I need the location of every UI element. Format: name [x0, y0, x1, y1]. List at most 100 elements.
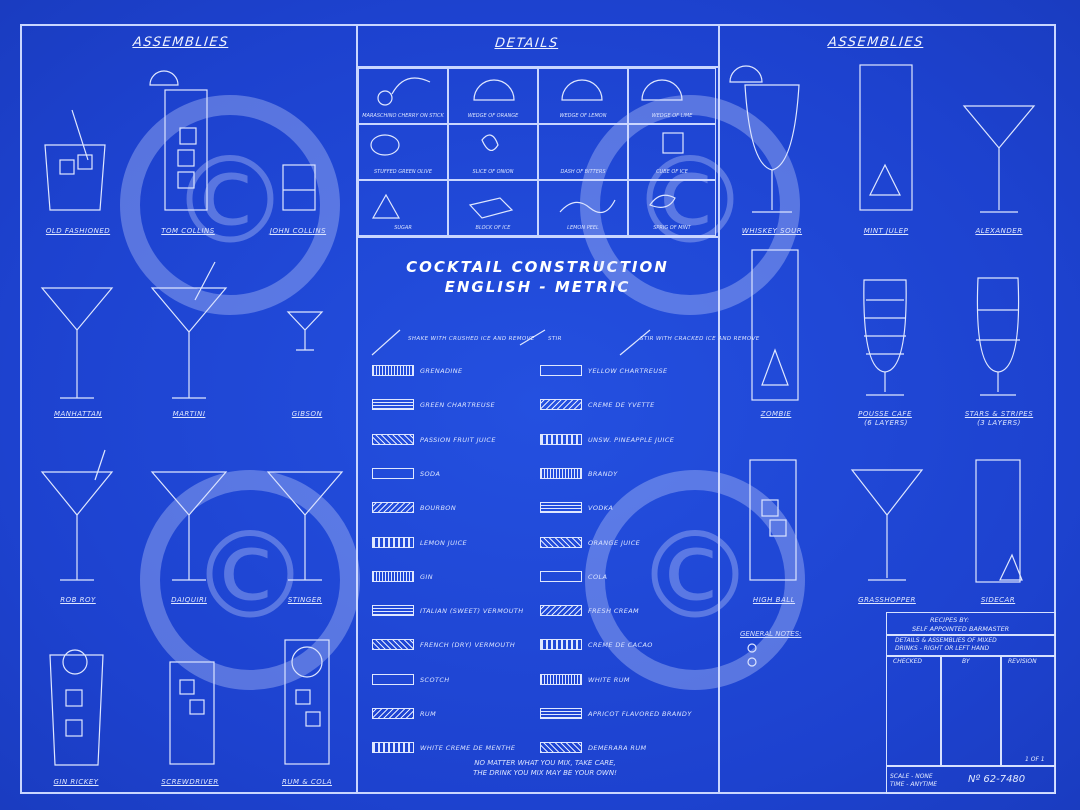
old-fashioned-glass: [44, 109, 106, 211]
title-block-author: SELF APPOINTED BARMASTER: [912, 625, 1010, 633]
ingredient-swatch: [540, 708, 582, 719]
title-block-by: BY: [962, 658, 970, 665]
drink-label: MANHATTAN: [53, 410, 103, 418]
sheet-border: [20, 24, 1056, 794]
ingredient-label: CREME DE CACAO: [588, 641, 653, 650]
title-block-revision: REVISION: [1008, 658, 1037, 665]
detail-cell: WEDGE OF LEMON: [538, 68, 628, 124]
detail-caption: CUBE OF ICE: [656, 169, 688, 175]
sidecar-glass: [975, 459, 1023, 583]
manhattan-glass: [40, 287, 114, 399]
ingredient-label: APRICOT FLAVORED BRANDY: [588, 710, 692, 718]
drink-label: GIBSON: [291, 410, 323, 418]
title-block-rule: [886, 765, 1056, 767]
ingredient-label: YELLOW CHARTREUSE: [588, 367, 668, 375]
drink-label: RUM & COLA: [281, 778, 333, 786]
drink-label: ROB ROY: [60, 596, 96, 604]
stars-stripes-glass: [976, 277, 1020, 396]
drink-label: GRASSHOPPER: [858, 596, 916, 604]
ingredient-label: ORANGE JUICE: [588, 538, 641, 547]
ingredient-swatch: [540, 605, 582, 617]
divider-right: [718, 24, 720, 794]
rum-cola-glass: [284, 639, 330, 765]
detail-caption: SUGAR: [394, 225, 412, 231]
legend-note: STIR: [548, 336, 562, 342]
ingredient-label: LEMON JUICE: [420, 538, 468, 547]
grasshopper-glass: [850, 469, 924, 581]
ingredient-label: ITALIAN (SWEET) VERMOUTH: [420, 607, 524, 616]
ingredient-label: WHITE RUM: [588, 675, 630, 684]
detail-cell: LEMON PEEL: [538, 180, 628, 236]
ingredient-label: GREEN CHARTREUSE: [420, 401, 496, 410]
title-block-rule: [886, 655, 1056, 657]
details-grid: MARASCHINO CHERRY ON STICK WEDGE OF ORAN…: [358, 68, 716, 236]
details-header-line: [358, 66, 718, 68]
ingredient-swatch: [372, 433, 414, 445]
ingredient-swatch: [540, 399, 582, 411]
divider-left: [356, 24, 358, 794]
ingredient-label: UNSW. PINEAPPLE JUICE: [588, 435, 675, 444]
drink-label: HIGH BALL: [752, 596, 796, 604]
title-block-page: 1 OF 1: [1025, 756, 1045, 763]
drink-sublabel: (3 LAYERS): [977, 419, 1021, 427]
drink-label: ALEXANDER: [975, 227, 1023, 235]
detail-cell: SLICE OF ONION: [448, 124, 538, 180]
drink-label: POUSSE CAFE: [858, 410, 912, 418]
ingredient-label: FRENCH (DRY) VERMOUTH: [420, 641, 516, 650]
title-block-desc1: DETAILS & ASSEMBLIES OF MIXED: [895, 637, 997, 644]
title-block-scale: SCALE - NONE: [890, 773, 933, 780]
detail-cell: SUGAR: [358, 180, 448, 236]
right-section-title: ASSEMBLIES: [827, 35, 925, 50]
ingredient-swatch: [372, 399, 414, 411]
detail-cell: WEDGE OF ORANGE: [448, 68, 538, 124]
detail-cell: MARASCHINO CHERRY ON STICK: [358, 68, 448, 124]
detail-caption: DASH OF BITTERS: [560, 169, 606, 175]
drink-sublabel: (6 LAYERS): [864, 419, 908, 427]
drink-label: MARTINI: [172, 410, 206, 418]
ingredient-label: COLA: [588, 572, 608, 581]
zombie-glass: [751, 249, 799, 401]
ingredient-swatch: [372, 639, 414, 651]
ingredient-label: BRANDY: [588, 469, 618, 478]
whiskey-sour-glass: [729, 65, 800, 213]
rob-roy-glass: [40, 449, 114, 581]
ingredient-label: SODA: [420, 469, 441, 478]
ingredient-label: CREME DE YVETTE: [588, 401, 655, 410]
title-block-desc2: DRINKS - RIGHT OR LEFT HAND: [895, 645, 990, 652]
john-collins-glass: [282, 164, 316, 211]
ingredient-swatch: [540, 570, 582, 582]
title-block-checked: CHECKED: [893, 658, 923, 665]
detail-cell: CUBE OF ICE: [628, 124, 716, 180]
ingredient-label: GIN: [420, 572, 434, 581]
ingredient-swatch: [372, 673, 414, 685]
title-block: [886, 612, 1056, 794]
footer-line2: THE DRINK YOU MIX MAY BE YOUR OWN!: [473, 769, 617, 777]
ingredient-swatch: [540, 365, 582, 376]
drink-label: WHISKEY SOUR: [741, 227, 803, 235]
detail-caption: STUFFED GREEN OLIVE: [373, 169, 432, 175]
footer-line1: NO MATTER WHAT YOU MIX, TAKE CARE,: [474, 759, 616, 767]
ingredient-swatch: [372, 708, 414, 719]
ingredient-swatch: [540, 433, 582, 445]
drink-label: DAIQUIRI: [171, 596, 207, 604]
ingredient-swatch: [372, 536, 414, 548]
ingredient-swatch: [372, 605, 414, 617]
footer-note: NO MATTER WHAT YOU MIX, TAKE CARE, THE D…: [445, 758, 645, 778]
ingredient-label: RUM: [420, 710, 437, 718]
drink-label: JOHN COLLINS: [269, 227, 327, 235]
drink-label: SCREWDRIVER: [161, 778, 219, 786]
stinger-glass: [266, 471, 344, 581]
title-block-rule: [886, 634, 1056, 636]
ingredient-label: SCOTCH: [420, 675, 450, 684]
gin-rickey-glass: [49, 649, 104, 766]
detail-caption: BLOCK OF ICE: [475, 225, 511, 231]
high-ball-glass: [749, 459, 797, 581]
left-section-title: ASSEMBLIES: [132, 35, 230, 50]
main-title-line2: ENGLISH - METRIC: [444, 278, 631, 296]
pousse-cafe-glass: [863, 279, 907, 396]
detail-cell: DASH OF BITTERS: [538, 124, 628, 180]
drink-label: MINT JULEP: [863, 227, 909, 235]
ingredient-swatch: [372, 467, 414, 479]
ingredient-swatch: [372, 742, 414, 754]
